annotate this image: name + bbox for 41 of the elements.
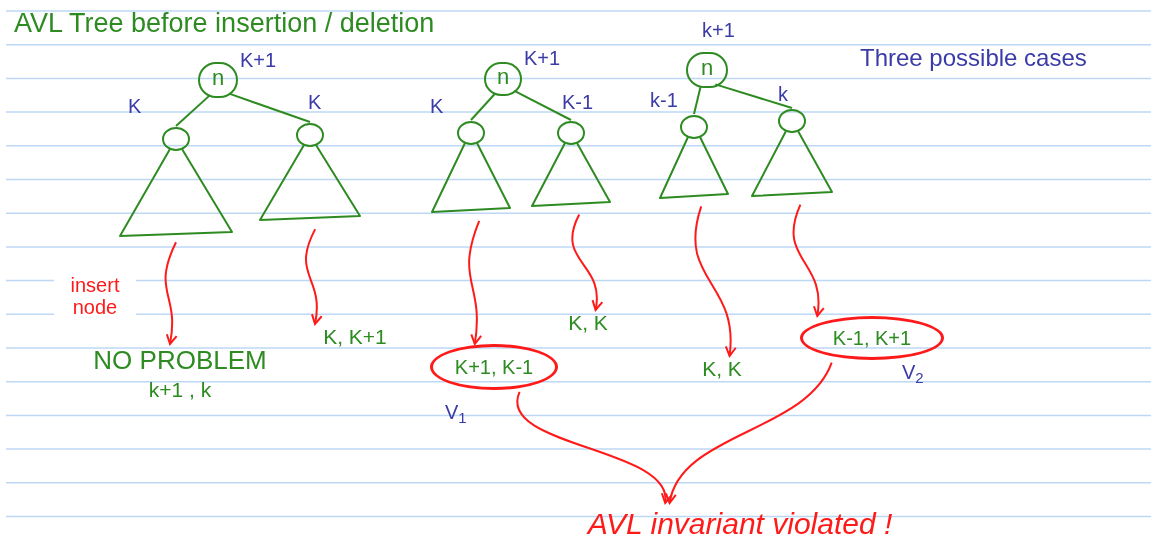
height-label: K <box>128 96 142 116</box>
arrow <box>792 203 825 317</box>
height-label: K+1 <box>524 48 561 68</box>
height-label: K+1 <box>240 50 277 70</box>
arrow <box>694 205 737 357</box>
arrow <box>164 241 178 345</box>
result-text: K, K+1 <box>323 324 387 350</box>
conclusion-text: AVL invariant violated ! <box>520 509 960 539</box>
edge-label: insert node <box>54 274 136 318</box>
height-label: k+1 <box>702 20 735 40</box>
height-label: k <box>778 84 788 104</box>
subtree-triangle <box>658 114 730 202</box>
violation-label: V$_{2}$ <box>902 362 924 382</box>
tree-edge <box>228 92 311 123</box>
arrow <box>468 219 482 345</box>
tree-edge <box>693 85 702 115</box>
arrow <box>516 390 671 504</box>
subtree-triangle <box>118 126 234 240</box>
arrow <box>666 361 833 504</box>
height-label: K-1 <box>562 92 594 112</box>
result-text: K, K <box>702 356 742 382</box>
highlighted-result: K+1, K-1 <box>430 344 558 390</box>
violation-label: V$_{1}$ <box>445 402 467 422</box>
arrow <box>305 228 323 325</box>
tree-edge <box>175 94 211 127</box>
tree-edge <box>513 89 572 121</box>
note: Three possible cases <box>860 46 1087 70</box>
result-text: NO PROBLEM <box>93 344 267 377</box>
subtree-triangle <box>750 108 834 200</box>
title: AVL Tree before insertion / deletion <box>14 10 435 37</box>
result-text: k+1 , k <box>148 376 212 403</box>
tree-edge <box>470 92 497 121</box>
height-label: K <box>308 92 322 112</box>
arrow <box>571 213 603 311</box>
subtree-triangle <box>530 120 612 210</box>
height-label: K <box>430 96 444 116</box>
subtree-triangle <box>430 120 512 216</box>
result-text: K, K <box>568 310 608 336</box>
subtree-triangle <box>258 122 362 224</box>
height-label: k-1 <box>650 90 678 110</box>
highlighted-result: K-1, K+1 <box>800 316 944 360</box>
